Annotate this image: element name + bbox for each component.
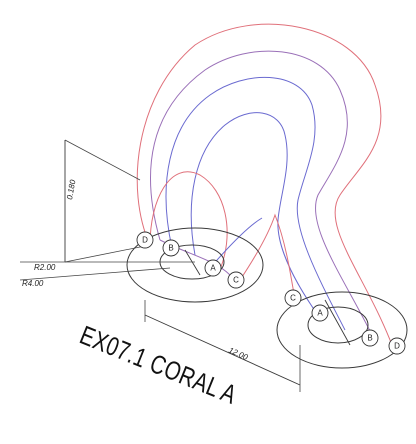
right-node-b-label: B [367,334,372,343]
span-dimension-line [144,314,301,386]
vertical-dim-bottom-extension [64,244,151,263]
short-arch-curve [190,112,321,319]
left-node-c-label: C [233,276,239,285]
left-node-a: A [204,259,222,277]
radius-outer-leader [19,267,171,281]
right-outer-ellipse [276,291,408,369]
outer-arch-curve [136,23,393,346]
right-center-mark [324,299,351,346]
left-node-b: B [162,239,180,257]
left-node-d: D [136,231,154,249]
radius-inner-label: R2.00 [34,263,56,272]
right-node-d-label: D [394,342,400,351]
left-center-mark [184,249,201,276]
vertical-dim-top-extension [64,139,141,181]
inner-arch-curve [165,76,346,331]
right-node-c: C [284,289,302,307]
radius-outer-label: R4.00 [22,279,44,288]
left-node-c: C [227,271,245,289]
right-node-d: D [388,337,406,355]
left-node-d-label: D [142,236,148,245]
cross-curve-c [209,217,263,269]
right-node-a: A [311,304,329,322]
left-node-a-label: A [210,264,216,273]
coral-curves [136,23,393,346]
vertical-dimension-label: 0.180 [65,179,77,201]
right-ring [276,291,408,369]
left-node-b-label: B [168,244,173,253]
right-inner-ellipse [307,306,369,344]
left-outer-ellipse [126,227,264,303]
right-node-b: B [361,329,379,347]
dimension-lines [19,139,301,392]
middle-arch-curve [150,50,373,336]
drawing-title: EX07.1 CORAL A [76,320,241,409]
span-dimension-label: 12.00 [227,346,249,363]
cross-curve-b [239,213,296,301]
right-node-a-label: A [317,309,323,318]
right-node-c-label: C [290,294,296,303]
